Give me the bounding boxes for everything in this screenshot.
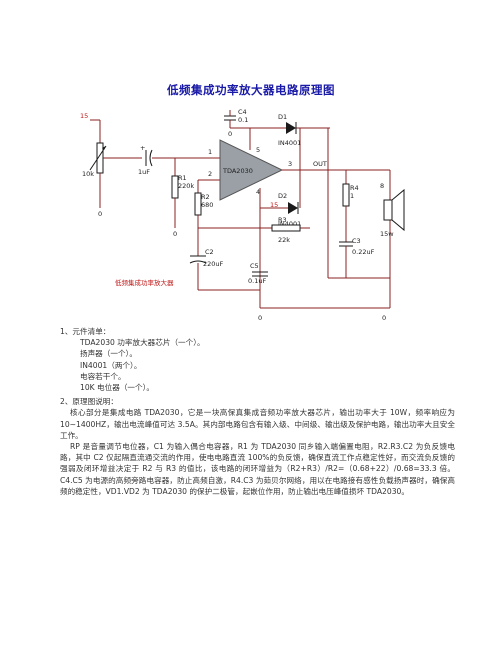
label-cap-in: 1uF [138,168,150,176]
list-item: 扬声器（一个）。 [80,349,137,359]
label-d1: D1 [278,113,287,121]
potentiometer-arrowhead [102,146,106,150]
resistor-r3 [271,224,301,232]
list-item: 10K 电位器（一个）。 [80,383,155,393]
label-pin4: 4 [256,188,260,196]
label-c4-value: 0.1 [238,116,248,124]
speaker-body [383,199,393,221]
label-d1-value: IN4001 [278,139,301,147]
label-15: 15 [80,112,88,120]
label-c2: C2 [205,248,214,256]
list-item: TDA2030 功率放大器芯片（一个）。 [80,338,205,348]
section2-heading: 2、原理图说明： [60,397,118,407]
capacitor-c2-plate [189,260,207,264]
label-zero-r1: 0 [173,230,177,238]
page-title: 低频集成功率放大器电路原理图 [167,83,335,97]
list-item: IN4001（两个）。 [80,360,142,370]
paragraph: RP 是音量调节电位器，C1 为输入偶合电容器，R1 为 TDA2030 同乡输… [60,442,455,496]
label-d2: D2 [278,192,287,200]
label-plus: + [140,144,145,152]
label-speaker-value: 15w [380,230,394,238]
label-c5-value: 0.1uF [248,277,266,285]
label-out: OUT [313,160,327,168]
label-r3-value: 22k [278,236,290,244]
label-c4: C4 [238,108,247,116]
speaker-icon [391,188,405,232]
label-c5: C5 [250,262,259,270]
label-zero-bottom1: 0 [258,314,262,322]
label-r4: R4 [350,184,359,192]
label-pin3: 3 [288,160,292,168]
label-ic: TDA2030 [222,167,253,175]
label-r2-value: 680 [201,201,213,209]
diode-d1 [286,122,296,134]
label-pin1: 1 [208,148,212,156]
document-body: 1、元件清单： TDA2030 功率放大器芯片（一个）。 扬声器（一个）。 IN… [60,326,455,497]
section1-heading: 1、元件清单： [60,327,111,336]
label-r1-value: 220k [178,182,194,190]
label-pin2: 2 [208,170,212,178]
capacitor-c1-plate [149,149,153,167]
label-c3-value: 0.22uF [352,248,375,256]
label-zero-left: 0 [98,210,102,218]
label-rp-value: 10k [82,170,94,178]
label-zero-c4: 0 [228,130,232,138]
list-item: 电容若干个。 [80,371,126,381]
label-c2-value: 220uF [203,260,224,268]
label-r3: R3 [278,216,287,224]
resistor-r4 [342,183,350,207]
diode-d2 [288,202,298,214]
circuit-schematic: 15 10k 0 + 1uF 1 R1 220k 0 2 R2 680 C2 2… [80,108,405,322]
label-zero-bottom2: 0 [382,314,386,322]
label-speaker-num: 8 [380,182,384,190]
amplifier-ic [219,139,284,201]
schematic-caption: 低频集成功率放大器 [115,278,174,287]
label-r1: R1 [178,174,187,182]
label-r2: R2 [201,193,210,201]
label-c3: C3 [352,237,361,245]
potentiometer-arrow [89,145,107,171]
label-d2-value: IN4001 [278,220,301,228]
paragraph: 核心部分是集成电路 TDA2030，它是一块高保真集成音频功率放大器芯片，输出功… [60,408,455,440]
label-pin5: 5 [256,146,260,154]
label-15b: 15 [270,201,278,209]
label-r4-value: 1 [350,192,354,200]
